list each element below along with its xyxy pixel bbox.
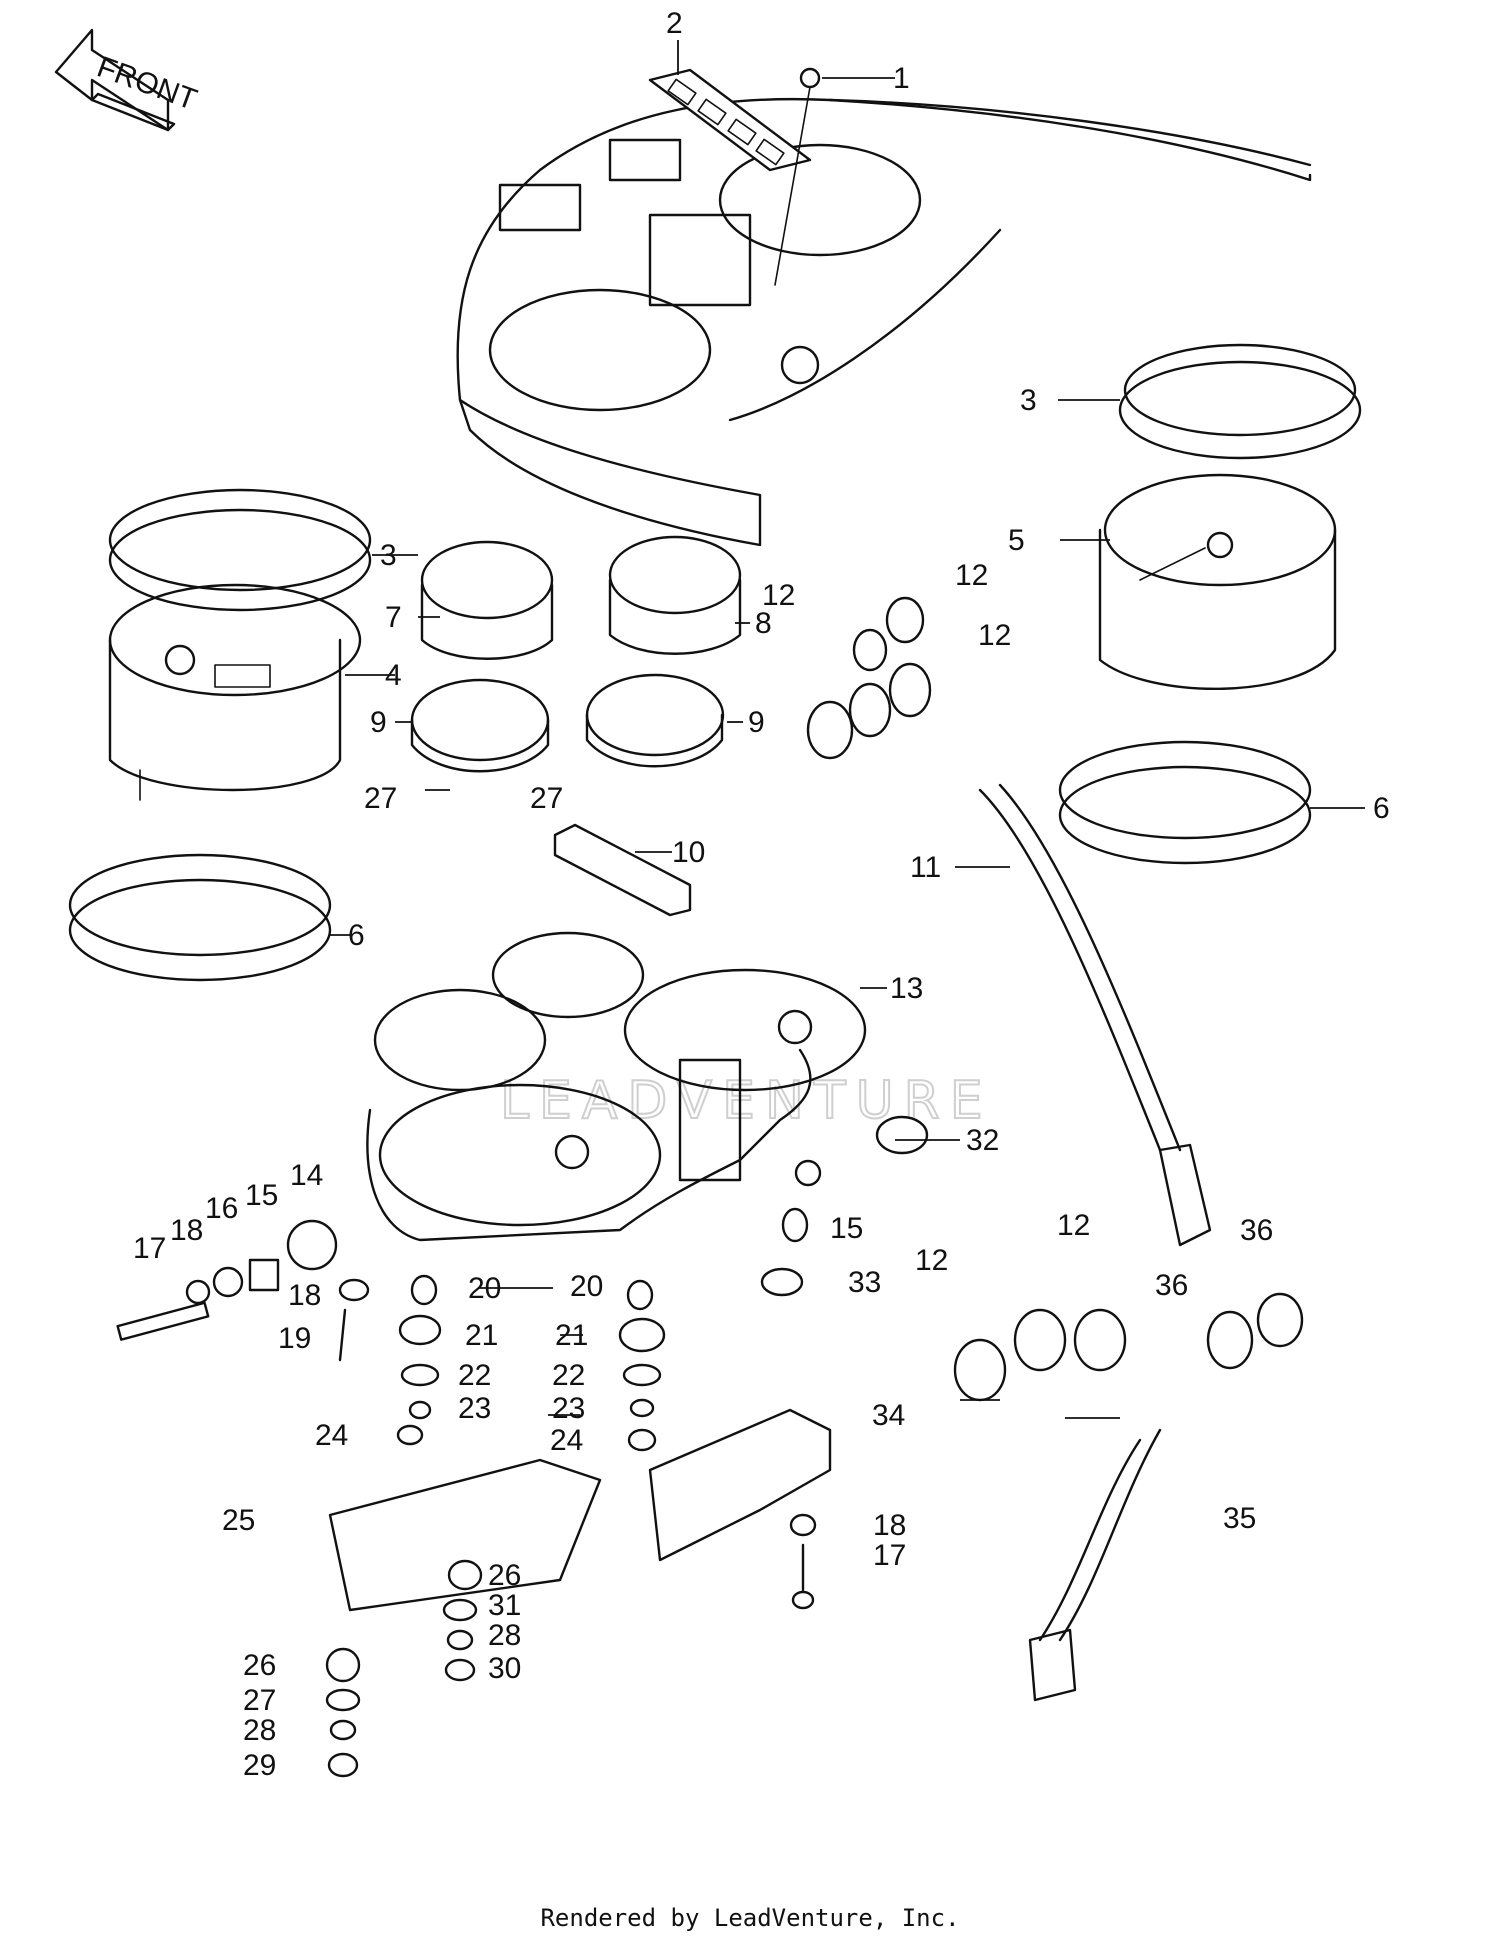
callout-33: 33 [848,1266,881,1299]
hardware-middle [442,1279,666,1682]
callout-23-right: 23 [552,1392,585,1425]
callout-8: 8 [755,607,772,640]
callout-15-left: 15 [245,1179,278,1212]
callout-25: 25 [222,1504,255,1537]
callout-19: 19 [278,1322,311,1355]
harness-upper [806,596,1212,1247]
callout-7: 7 [385,601,402,634]
callout-12-d: 12 [1057,1209,1090,1242]
callout-36-a: 36 [1240,1214,1273,1247]
bracket-10 [553,823,692,917]
callout-12-e: 12 [915,1244,948,1277]
callout-24-right: 24 [550,1424,583,1457]
callout-12-c: 12 [978,619,1011,652]
callout-30: 30 [488,1652,521,1685]
callout-4: 4 [385,659,402,692]
callout-20-right: 20 [570,1270,603,1303]
leader-lines [330,40,1365,1419]
callout-24-left: 24 [315,1419,348,1452]
harness-lower [953,1292,1304,1702]
hardware-left [116,1219,602,1778]
credit-footer: Rendered by LeadVenture, Inc. [540,1904,960,1932]
screw-1 [774,67,821,286]
right-meter [1058,343,1362,865]
callout-28-left: 28 [243,1714,276,1747]
callout-9-right: 9 [748,706,765,739]
watermark-text: LEADVENTURE [500,1071,993,1131]
small-gauges [410,535,742,773]
indicator-panel [648,68,812,172]
callout-18-a: 18 [170,1214,203,1247]
callout-11: 11 [910,851,941,884]
callout-13: 13 [890,972,923,1005]
callout-26-left: 26 [243,1649,276,1682]
callout-6-left: 6 [348,919,365,952]
callout-14: 14 [290,1159,323,1192]
callout-18-b: 18 [288,1279,321,1312]
callout-1: 1 [893,62,910,95]
callout-18-c: 18 [873,1509,906,1542]
callout-21-right: 21 [555,1319,588,1352]
callout-20-left: 20 [468,1272,501,1305]
callout-3-right: 3 [1020,384,1037,417]
callout-32: 32 [966,1124,999,1157]
hardware-right [648,1115,929,1610]
left-meter [68,488,372,982]
callout-22-right: 22 [552,1359,585,1392]
callout-6-right: 6 [1373,792,1390,825]
callout-29: 29 [243,1749,276,1782]
callout-22-left: 22 [458,1359,491,1392]
callout-12-b: 12 [955,559,988,592]
callout-27-b: 27 [530,782,563,815]
callout-35: 35 [1223,1502,1256,1535]
callout-23-left: 23 [458,1392,491,1425]
front-arrow: FRONT [54,28,201,132]
callout-3-left: 3 [380,539,397,572]
callouts: 1 2 3 3 4 5 6 6 7 8 9 9 10 11 12 12 12 1… [133,7,1390,1782]
callout-26-right: 26 [488,1559,521,1592]
callout-17-left: 17 [133,1232,166,1265]
callout-21-left: 21 [465,1319,498,1352]
callout-2: 2 [666,7,683,40]
meter-case [366,931,867,1242]
callout-16: 16 [205,1192,238,1225]
callout-9-left: 9 [370,706,387,739]
callout-34: 34 [872,1399,905,1432]
callout-36-b: 36 [1155,1269,1188,1302]
callout-27-a: 27 [364,782,397,815]
callout-15-right: 15 [830,1212,863,1245]
callout-28-right: 28 [488,1619,521,1652]
callout-12-a: 12 [762,579,795,612]
callout-31: 31 [488,1589,521,1622]
callout-5: 5 [1008,524,1025,557]
callout-27-c: 27 [243,1684,276,1717]
callout-17-right: 17 [873,1539,906,1572]
callout-10: 10 [672,836,705,869]
